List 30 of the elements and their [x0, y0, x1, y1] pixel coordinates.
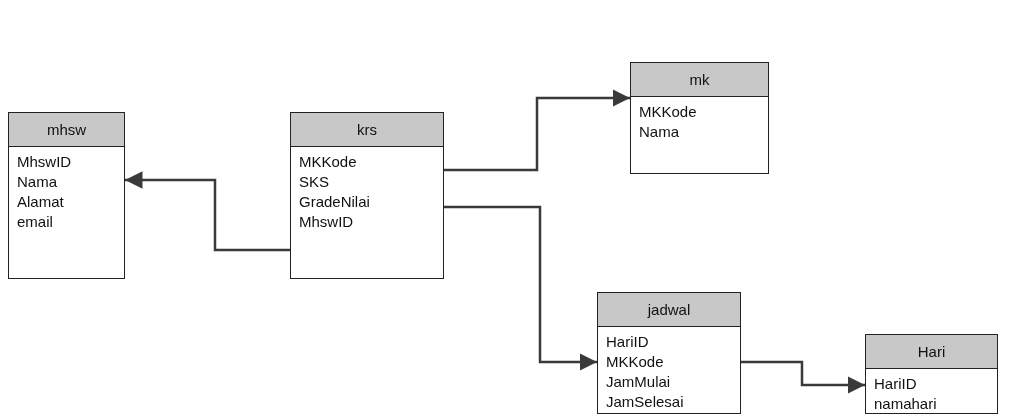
field-name: MhswID	[16, 152, 73, 172]
field-name: SKS	[298, 172, 330, 192]
field-name: Nama	[638, 122, 680, 142]
field-name: HariID	[605, 332, 650, 352]
field-name: JamSelesai	[605, 392, 685, 412]
table-box	[630, 62, 769, 174]
table-header: mhsw	[9, 113, 124, 147]
table-box	[865, 334, 998, 414]
arrow	[125, 171, 290, 252]
table-header: krs	[291, 113, 443, 147]
field-name: Nama	[16, 172, 58, 192]
field-name: namahari	[873, 394, 938, 414]
field-name: JamMulai	[605, 372, 672, 392]
field-name: MKKode	[605, 352, 665, 372]
table-header: mk	[631, 63, 768, 97]
table-box	[290, 112, 444, 279]
table-box	[597, 292, 741, 414]
field-name: GradeNilai	[298, 192, 371, 212]
arrow	[444, 89, 630, 172]
table-header: jadwal	[598, 293, 740, 327]
arrow	[444, 205, 597, 371]
field-name: MhswID	[298, 212, 355, 232]
table-box	[8, 112, 125, 279]
field-name: MKKode	[298, 152, 358, 172]
field-name: MKKode	[638, 102, 698, 122]
field-name: HariID	[873, 374, 918, 394]
table-header: Hari	[866, 335, 997, 369]
arrow	[741, 360, 865, 394]
field-name: email	[16, 212, 54, 232]
field-name: Alamat	[16, 192, 65, 212]
